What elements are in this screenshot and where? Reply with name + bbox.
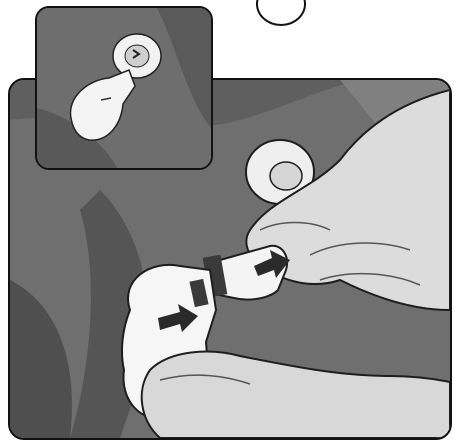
inset-illustration [37, 8, 211, 168]
anchor-ring-hole [270, 162, 302, 190]
inset-detail-frame [35, 6, 213, 170]
step-number-circle [256, 0, 306, 26]
